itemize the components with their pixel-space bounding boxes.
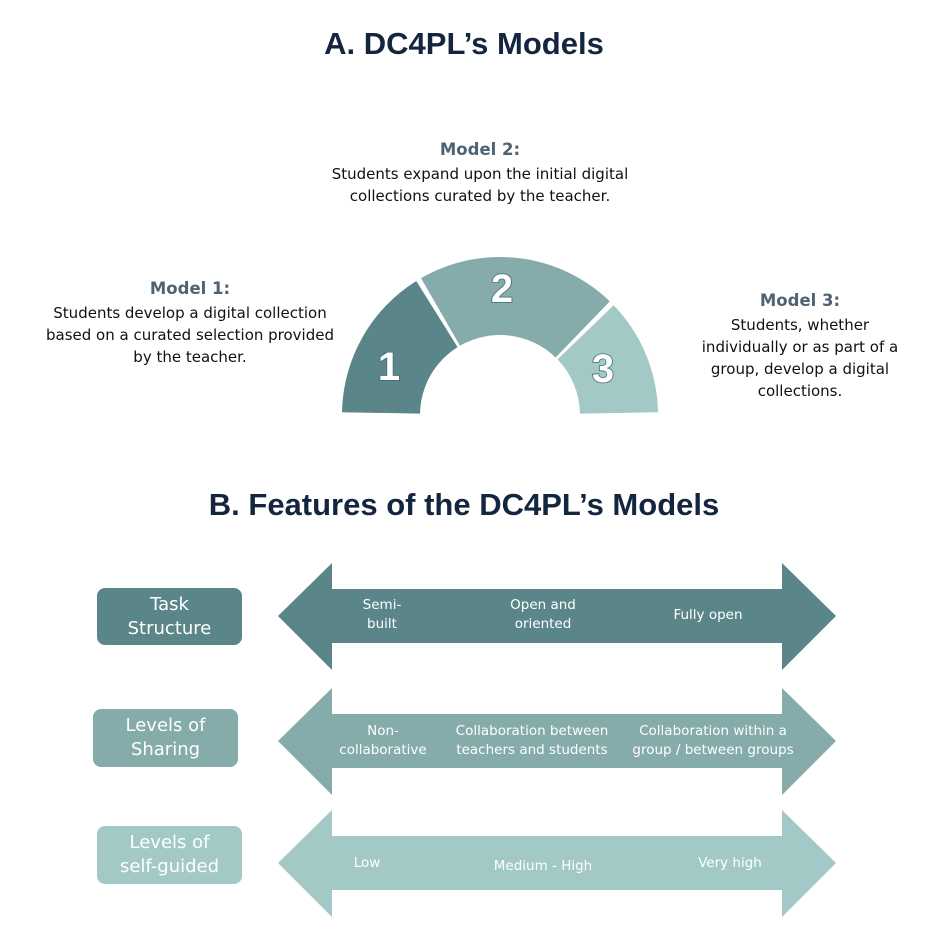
model-2-line: collections curated by the teacher. — [349, 187, 611, 205]
arc-segment-model-1 — [342, 281, 458, 414]
levels-of-sharing-label: Levels of Sharing — [93, 709, 238, 767]
levels-of-self-guided-level-3: Very high — [680, 854, 780, 873]
scale-line: collaborative — [339, 742, 427, 758]
label-line: self-guided — [119, 856, 220, 877]
levels-of-sharing-level-1: Non-collaborative — [330, 722, 436, 760]
model-3-line: individually or as part of a — [701, 338, 899, 356]
scale-line: teachers and students — [456, 742, 608, 758]
task-structure-level-3: Fully open — [648, 606, 768, 625]
scale-line: Very high — [698, 855, 762, 871]
scale-line: Open and — [510, 597, 576, 613]
label-line: Structure — [127, 617, 212, 639]
levels-of-self-guided-arrow — [278, 810, 836, 917]
scale-line: Medium - High — [493, 858, 593, 874]
task-structure-level-1: Semi-built — [342, 596, 422, 634]
arc-number-1: 1 — [378, 345, 400, 389]
arc-segment-model-3 — [557, 305, 658, 414]
task-structure-level-2: Open and oriented — [478, 596, 608, 634]
model-3-line: collections. — [757, 382, 843, 400]
arc-segment-model-2 — [421, 257, 610, 358]
section-a-title: A. DC4PL’s Models — [324, 26, 604, 61]
task-structure-arrow — [278, 563, 836, 670]
scale-line: Non- — [367, 723, 399, 739]
scale-line: Semi- — [362, 597, 402, 613]
scale-line: built — [367, 616, 397, 632]
levels-of-sharing-level-2: Collaboration between teachers and studen… — [440, 722, 624, 760]
levels-of-sharing-level-3: Collaboration within a group / between gr… — [624, 722, 802, 760]
model-1-line: Students develop a digital collection — [53, 304, 327, 322]
levels-of-self-guided-level-2: Medium - High — [478, 857, 608, 876]
model-1-description: Model 1: Students develop a digital coll… — [35, 278, 345, 368]
model-1-line: based on a curated selection provided — [45, 326, 334, 344]
arc-number-2: 2 — [491, 267, 513, 311]
model-3-description: Model 3: Students, whether individually … — [690, 290, 910, 402]
label-line: Levels of — [129, 832, 210, 853]
label-line: Task — [150, 593, 189, 615]
label-line: Sharing — [130, 739, 201, 760]
section-b-title: B. Features of the DC4PL’s Models — [208, 487, 720, 522]
levels-of-self-guided-level-1: Low — [337, 854, 397, 873]
model-3-line: Students, whether — [730, 316, 870, 334]
label-line: Levels of — [125, 715, 206, 736]
levels-of-sharing-arrow — [278, 688, 836, 795]
scale-line: Collaboration between — [455, 723, 609, 739]
levels-of-self-guided-label: Levels of self-guided — [97, 826, 242, 884]
model-2-line: Students expand upon the initial digital — [331, 165, 629, 183]
model-1-heading: Model 1: — [149, 279, 231, 298]
scale-line: oriented — [514, 616, 572, 632]
scale-line: group / between groups — [632, 742, 794, 758]
scale-line: Collaboration within a — [639, 723, 787, 739]
model-2-heading: Model 2: — [439, 140, 521, 159]
model-1-line: by the teacher. — [133, 348, 247, 366]
model-3-heading: Model 3: — [759, 291, 841, 310]
scale-line: Low — [353, 855, 381, 871]
scale-line: Fully open — [673, 607, 743, 623]
model-3-line: group, develop a digital — [710, 360, 890, 378]
arc-number-3: 3 — [592, 347, 614, 391]
model-2-description: Model 2: Students expand upon the initia… — [320, 139, 640, 207]
